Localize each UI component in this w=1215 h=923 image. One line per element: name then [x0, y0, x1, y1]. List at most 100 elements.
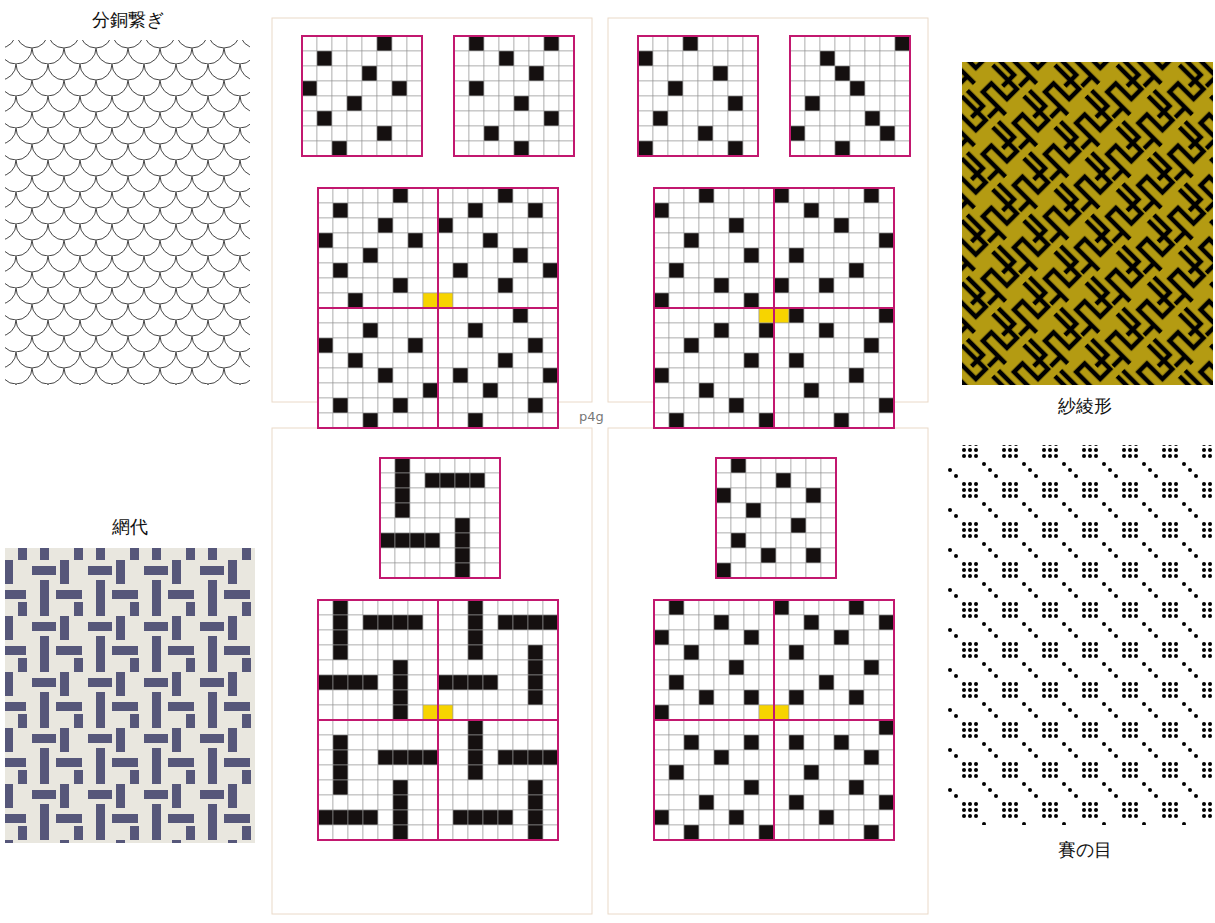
grid-cell — [408, 383, 423, 398]
grid-cell — [468, 675, 483, 690]
grid-cell — [819, 810, 834, 825]
grid-cell — [302, 111, 317, 126]
grid-cell — [864, 630, 879, 645]
grid-cell — [684, 660, 699, 675]
grid-cell — [880, 96, 895, 111]
grid-cell — [790, 51, 805, 66]
grid-cell — [684, 293, 699, 308]
grid-cell — [774, 720, 789, 735]
grid-cell — [318, 630, 333, 645]
grid-cell — [669, 825, 684, 840]
grid-cell — [819, 278, 834, 293]
grid-cell — [774, 293, 789, 308]
grid-cell — [819, 690, 834, 705]
grid-cell — [483, 600, 498, 615]
grid-cell — [528, 308, 543, 323]
grid-cell — [849, 278, 864, 293]
grid-cell — [864, 308, 879, 323]
grid-cell — [731, 533, 746, 548]
grid-cell — [513, 675, 528, 690]
grid-cell — [699, 720, 714, 735]
grid-cell — [483, 825, 498, 840]
grid-cell — [654, 278, 669, 293]
grid-cell — [318, 413, 333, 428]
grid-cell — [363, 750, 378, 765]
grid-cell — [849, 750, 864, 765]
grid-cell — [378, 218, 393, 233]
grid-cell — [498, 780, 513, 795]
grid-cell — [425, 473, 440, 488]
grid-cell — [669, 750, 684, 765]
grid-cell — [684, 188, 699, 203]
grid-cell — [362, 36, 377, 51]
grid-cell — [468, 765, 483, 780]
grid-cell — [669, 218, 684, 233]
grid-cell — [729, 203, 744, 218]
grid-cell — [699, 338, 714, 353]
grid-cell — [879, 218, 894, 233]
grid-cell — [864, 203, 879, 218]
grid-cell — [819, 825, 834, 840]
grid-cell — [835, 96, 850, 111]
grid-cell — [834, 293, 849, 308]
grid-cell — [392, 126, 407, 141]
grid-cell — [408, 263, 423, 278]
grid-cell — [834, 630, 849, 645]
grid-cell — [392, 141, 407, 156]
grid-cell — [746, 488, 761, 503]
grid-cell — [699, 795, 714, 810]
grid-cell — [438, 645, 453, 660]
grid-cell — [744, 353, 759, 368]
grid-cell — [744, 188, 759, 203]
grid-cell — [378, 630, 393, 645]
grid-cell — [438, 218, 453, 233]
grid-cell — [363, 735, 378, 750]
grid-cell — [559, 111, 574, 126]
grid-cell — [528, 690, 543, 705]
grid-cell — [850, 51, 865, 66]
grid-cell — [789, 825, 804, 840]
grid-cell — [498, 810, 513, 825]
grid-cell — [654, 413, 669, 428]
grid-cell — [728, 66, 743, 81]
grid-cell — [744, 705, 759, 720]
grid-cell — [348, 323, 363, 338]
pattern-name: 網代 — [110, 515, 150, 539]
grid-cell — [744, 690, 759, 705]
grid-cell — [669, 308, 684, 323]
grid-cell — [378, 675, 393, 690]
grid-cell — [513, 600, 528, 615]
grid-cell — [378, 263, 393, 278]
grid-cell — [804, 308, 819, 323]
grid-cell — [468, 218, 483, 233]
grid-cell — [485, 533, 500, 548]
grid-cell — [407, 81, 422, 96]
grid-cell — [440, 473, 455, 488]
grid-cell — [318, 795, 333, 810]
grid-cell — [744, 735, 759, 750]
grid-cell — [393, 398, 408, 413]
grid-cell — [377, 111, 392, 126]
grid-cell — [789, 383, 804, 398]
grid-cell — [699, 810, 714, 825]
grid-cell — [746, 518, 761, 533]
grid-cell — [362, 96, 377, 111]
grid-cell — [850, 111, 865, 126]
grid-cell — [654, 645, 669, 660]
grid-cell — [819, 645, 834, 660]
grid-cell — [879, 660, 894, 675]
grid-cell — [895, 36, 910, 51]
grid-cell — [363, 795, 378, 810]
grid-cell — [789, 323, 804, 338]
grid-cell — [791, 503, 806, 518]
grid-cell — [819, 218, 834, 233]
grid-cell — [865, 126, 880, 141]
grid-cell — [498, 750, 513, 765]
grid-cell — [455, 473, 470, 488]
grid-cell — [425, 503, 440, 518]
grid-cell — [865, 66, 880, 81]
grid-cell — [425, 548, 440, 563]
grid-cell — [453, 705, 468, 720]
grid-cell — [513, 308, 528, 323]
grid-cell — [333, 705, 348, 720]
